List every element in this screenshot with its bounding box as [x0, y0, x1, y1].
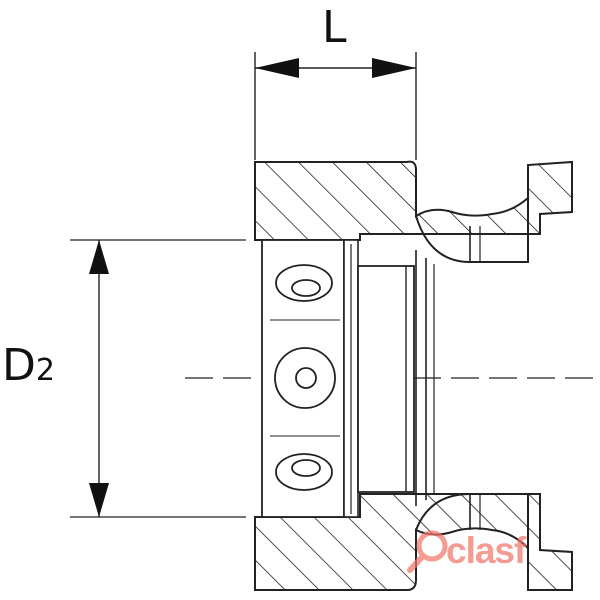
magnifier-icon [407, 530, 448, 573]
dimension-label-length: L [322, 2, 347, 53]
watermark-text: clasf [446, 530, 526, 571]
arrowhead-right-L [372, 58, 416, 78]
locking-ball-top [275, 264, 333, 302]
arrowhead-left-L [255, 58, 299, 78]
dimension-label-diameter: D2 [2, 344, 55, 388]
diameter-label-sub: 2 [35, 353, 55, 388]
arrowhead-bottom-D2 [89, 483, 109, 517]
upper-wall-section [254, 160, 573, 241]
locking-ball-bottom [275, 453, 333, 491]
diameter-label-main: D [2, 340, 36, 391]
locking-ball-middle [274, 347, 336, 409]
seal-ring [357, 265, 415, 493]
arrowhead-top-D2 [89, 240, 109, 274]
